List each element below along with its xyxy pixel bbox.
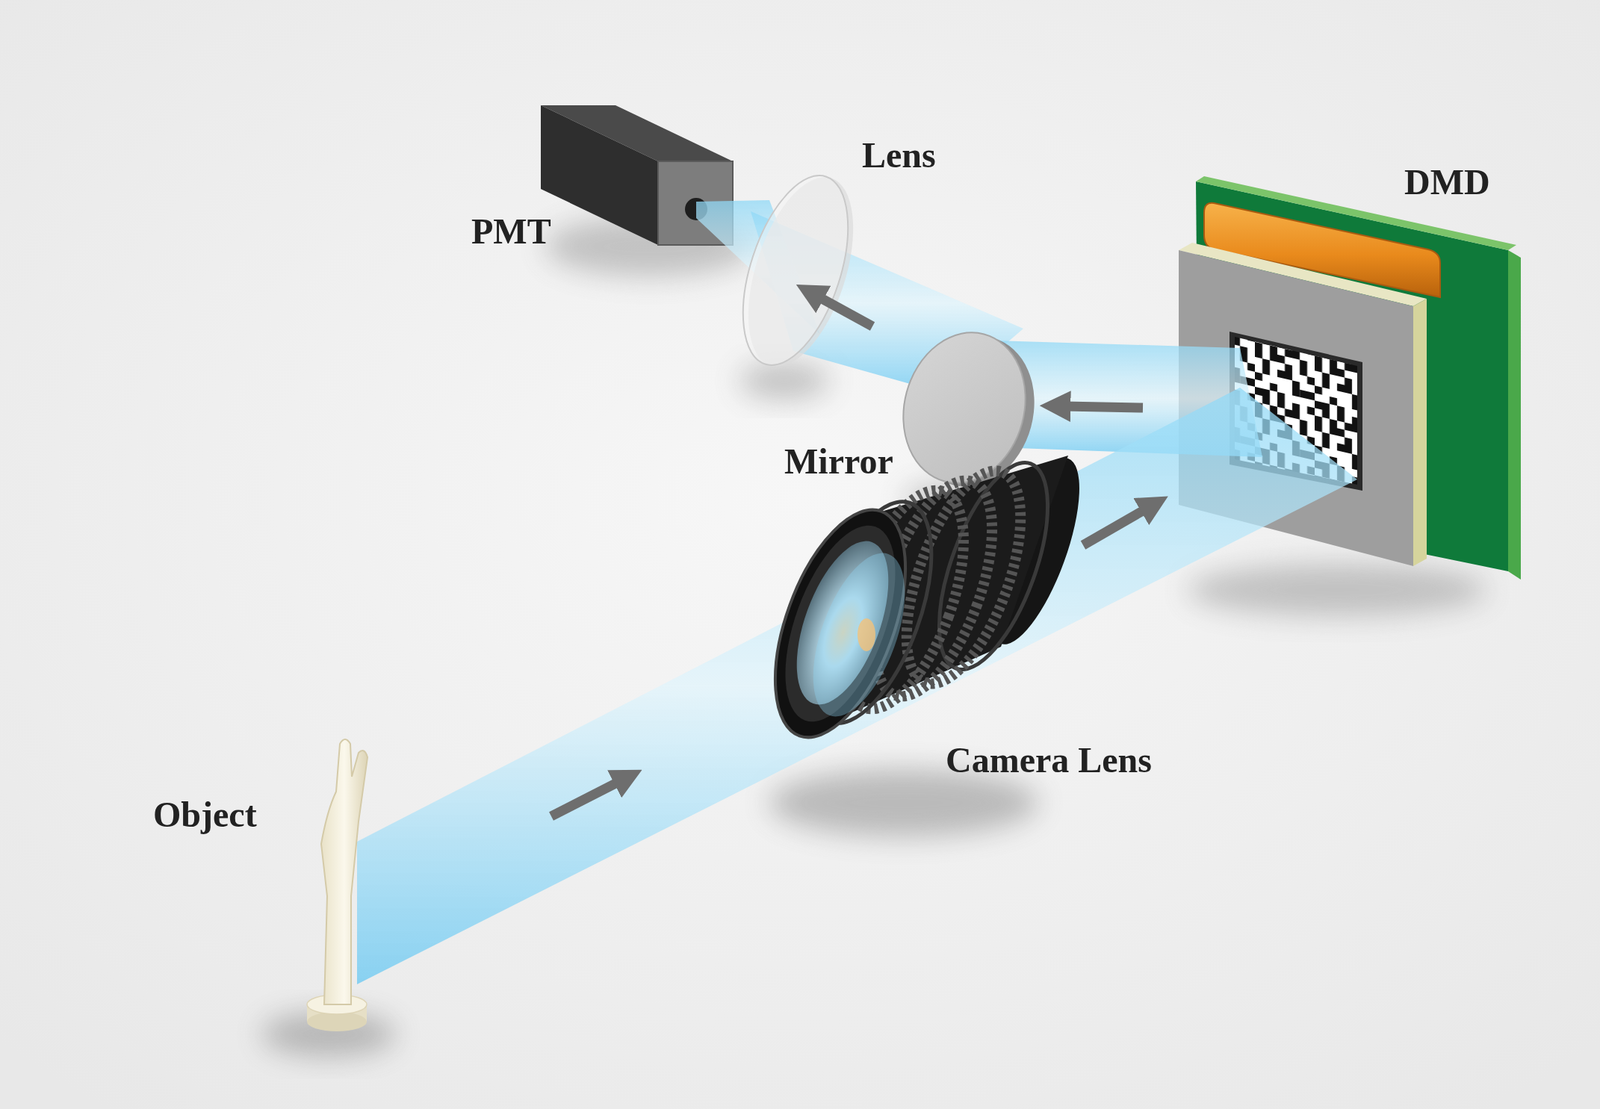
camera-lens [749, 448, 1099, 755]
part-label: Object [153, 794, 257, 836]
part-label: Mirror [784, 440, 894, 482]
direction-arrow [817, 296, 873, 327]
hand-figure [321, 739, 368, 1005]
lens-face [722, 162, 869, 378]
direction-arrow [551, 781, 620, 817]
part-label: PMT [471, 210, 552, 252]
dmd-shadow [1187, 563, 1487, 617]
frame-side-edge [1413, 298, 1427, 567]
part-label: DMD [1404, 161, 1491, 203]
lens-shadow [739, 362, 830, 400]
direction-arrow [1064, 406, 1143, 408]
beam-in-glass [794, 541, 924, 729]
imaging-beam [357, 387, 1358, 985]
object-shadow [261, 1012, 396, 1057]
mirror-face [886, 318, 1042, 497]
front-ring [749, 492, 933, 755]
glass-highlight [857, 618, 876, 652]
pmt-side [540, 105, 659, 246]
part-label: Lens [861, 134, 936, 176]
direction-arrows [551, 296, 1147, 817]
direction-arrow [1083, 508, 1147, 546]
hand-object [307, 739, 368, 1032]
board-edge [1508, 250, 1521, 580]
part-label: Camera Lens [945, 739, 1152, 781]
grip-knurl [882, 457, 1044, 699]
base-bottom [307, 1012, 367, 1032]
collecting-lens [722, 162, 874, 380]
